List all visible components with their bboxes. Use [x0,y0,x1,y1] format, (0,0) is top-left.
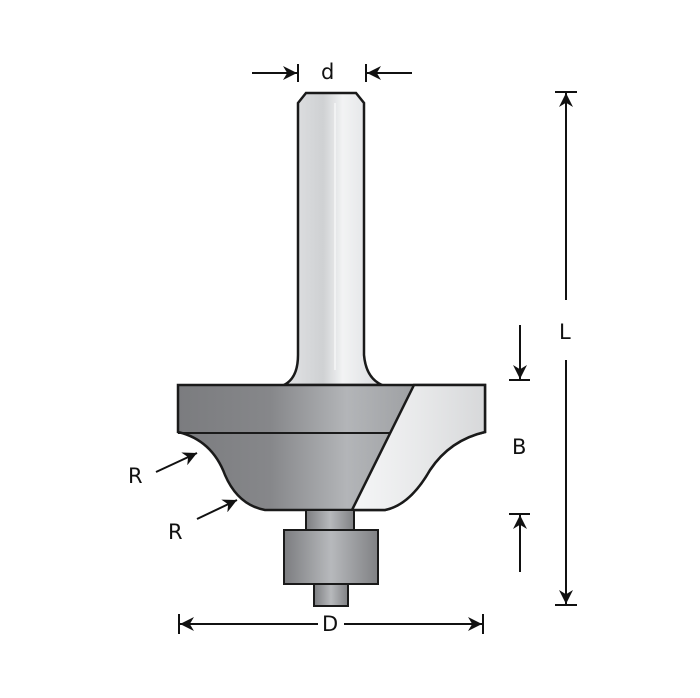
radius-arrows [155,452,238,520]
bearing [283,509,379,607]
shank [283,91,383,387]
label-R-upper: R [128,464,143,488]
label-B: B [512,435,527,459]
dimension-B [509,325,530,572]
dimension-D [178,614,484,634]
label-d: d [321,60,335,84]
label-R-lower: R [168,520,183,544]
cutter-body [176,383,487,512]
label-D: D [322,612,339,636]
dimension-L [555,91,577,606]
dimension-d [252,64,412,82]
label-L: L [559,320,571,344]
